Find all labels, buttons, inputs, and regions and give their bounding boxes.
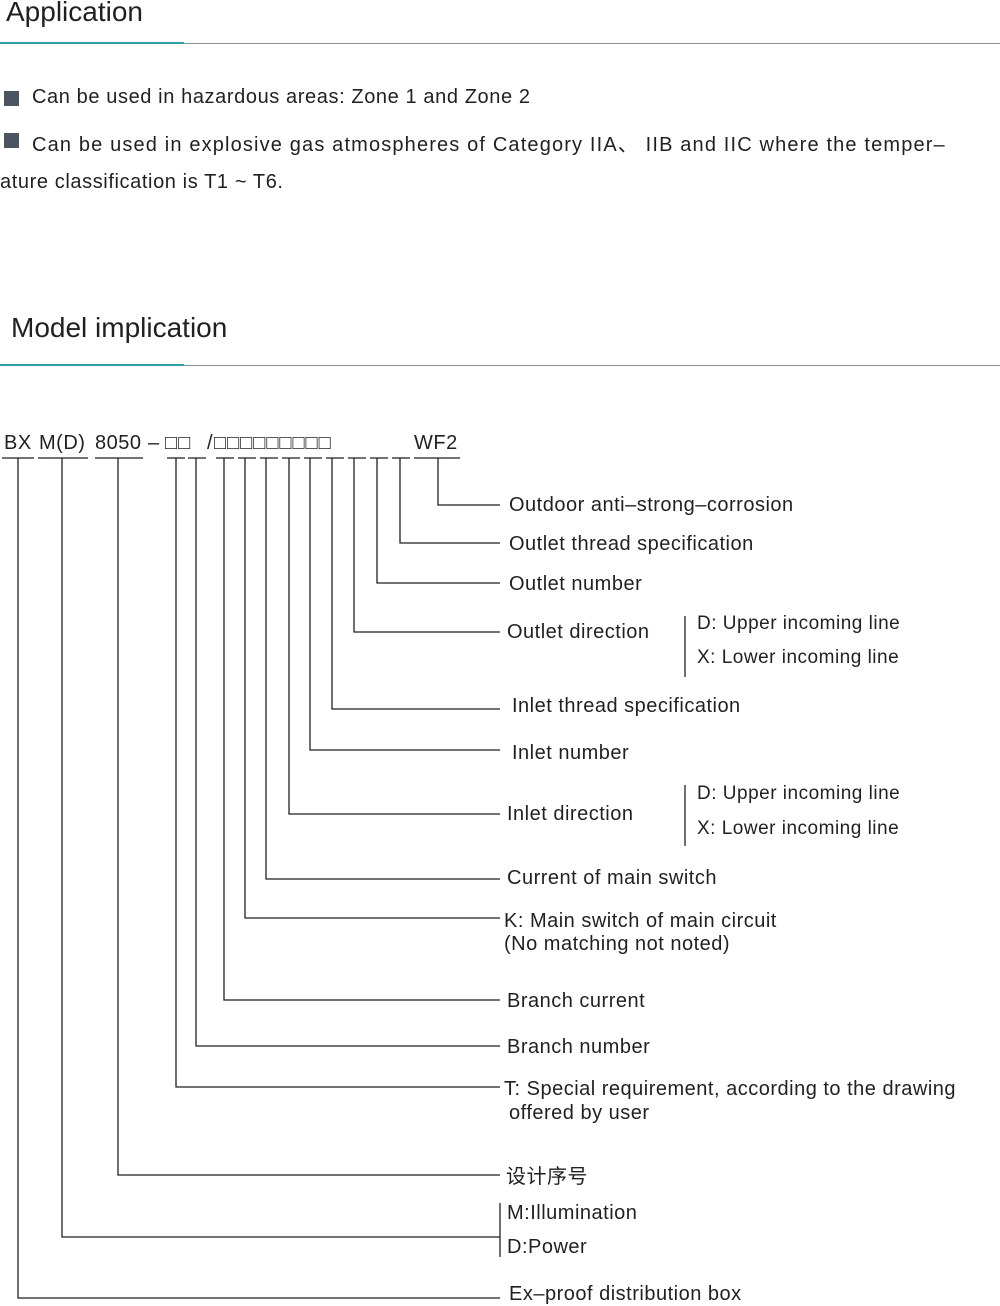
label-m-illumination: M:Illumination [507, 1202, 638, 1224]
label-inlet-direction: Inlet direction [507, 803, 634, 825]
label-exproof: Ex–proof distribution box [509, 1283, 742, 1305]
bullet-square-icon [4, 91, 19, 106]
leader-inlet-direction [288, 458, 500, 815]
label-inlet-thread: Inlet thread specification [512, 695, 741, 717]
code-boxes-branch: □□ [165, 432, 192, 454]
label-main-switch-line-1: K: Main switch of main circuit [504, 910, 777, 932]
application-bullet-2-line-2: ature classification is T1 ~ T6. [0, 171, 284, 193]
leader-branch-number [195, 458, 500, 1047]
label-outlet-direction: Outlet direction [507, 621, 650, 643]
leader-outlet-thread [399, 458, 500, 544]
leader-outlet-number [376, 458, 500, 584]
leader-special [175, 458, 500, 1088]
leader-exproof [17, 458, 500, 1299]
code-wf2: WF2 [414, 432, 458, 454]
code-series-number: 8050 [95, 432, 142, 454]
leader-inlet-thread [331, 458, 500, 710]
application-bullet-2-line-1: Can be used in explosive gas atmospheres… [32, 134, 946, 156]
label-current-main: Current of main switch [507, 867, 717, 889]
label-d-power: D:Power [507, 1236, 588, 1258]
leader-current-main [265, 458, 500, 880]
application-bullet-1: Can be used in hazardous areas: Zone 1 a… [32, 86, 531, 108]
code-slash: / [207, 432, 214, 454]
label-branch-number: Branch number [507, 1036, 651, 1058]
label-inlet-option-x: X: Lower incoming line [697, 818, 900, 839]
code-dash: – [148, 432, 160, 454]
label-main-switch-line-2: (No matching not noted) [504, 933, 731, 955]
label-inlet-number: Inlet number [512, 742, 630, 764]
application-heading: Application [6, 0, 143, 27]
leader-design-serial [117, 458, 500, 1176]
application-rule [0, 43, 1000, 44]
label-outlet-option-d: D: Upper incoming line [697, 613, 901, 634]
leader-branch-current [223, 458, 500, 1001]
leader-m-d [61, 458, 500, 1238]
bullet-square-icon [4, 133, 19, 148]
model-heading: Model implication [11, 312, 228, 343]
code-bx: BX [4, 432, 32, 454]
application-rule-accent [0, 42, 184, 44]
label-outlet-option-x: X: Lower incoming line [697, 647, 900, 668]
label-inlet-option-d: D: Upper incoming line [697, 783, 901, 804]
label-special-line-1: T: Special requirement, according to the… [504, 1078, 957, 1100]
label-outlet-number: Outlet number [509, 573, 643, 595]
code-boxes-main: □□□□□□□□□ [214, 432, 332, 454]
leader-main-switch [244, 458, 500, 919]
label-branch-current: Branch current [507, 990, 646, 1012]
label-design-serial: 设计序号 [506, 1164, 588, 1188]
label-outdoor: Outdoor anti–strong–corrosion [509, 494, 794, 516]
label-outlet-thread: Outlet thread specification [509, 533, 754, 555]
leader-outlet-direction [353, 458, 500, 633]
model-rule-accent [0, 364, 184, 366]
leader-inlet-number [309, 458, 500, 751]
code-md: M(D) [39, 432, 86, 454]
label-special-line-2: offered by user [509, 1102, 650, 1124]
model-rule [0, 365, 1000, 366]
leader-outdoor [437, 458, 500, 506]
